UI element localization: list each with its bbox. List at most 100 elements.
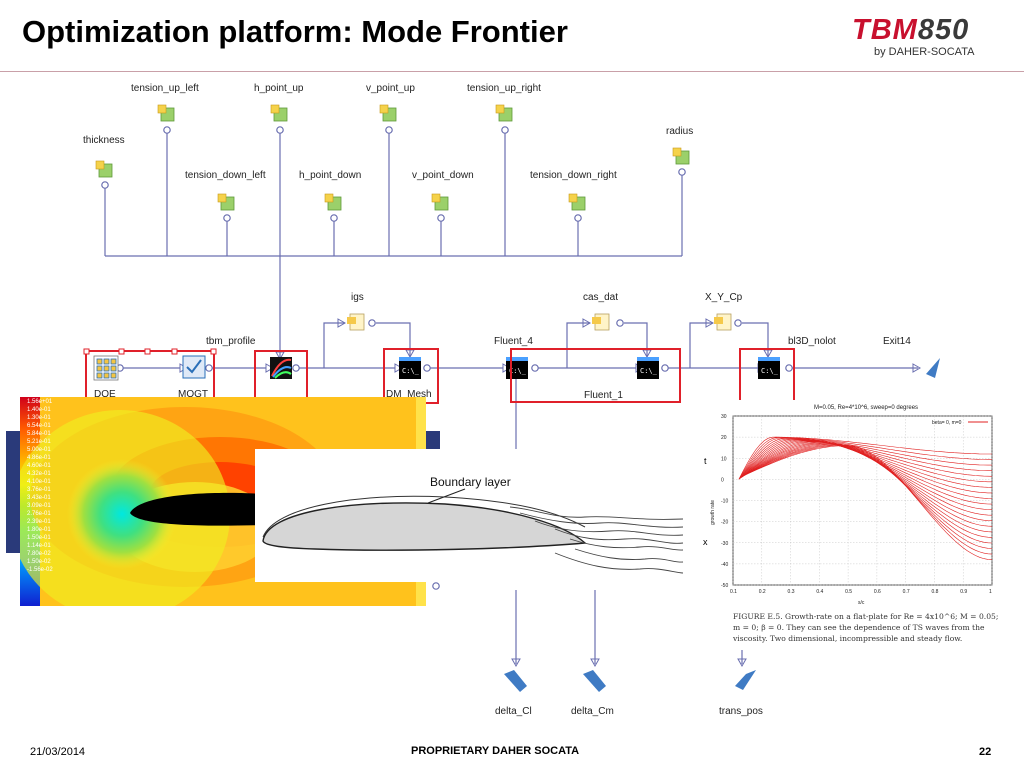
page-title: Optimization platform: Mode Frontier — [22, 14, 568, 49]
node-label-tbm-profile: tbm_profile — [206, 336, 256, 347]
chart-legend-label: beta= 0, m=0 — [932, 420, 962, 426]
x-tick-label: 0.8 — [931, 589, 938, 595]
growth-rate-curve — [742, 443, 993, 533]
console-icons — [399, 357, 780, 379]
node-label-exit14: Exit14 — [883, 336, 911, 347]
file-label-x-y-cp: X_Y_Cp — [705, 292, 743, 303]
file-label-cas-dat: cas_dat — [583, 292, 619, 303]
input-label-radius: radius — [666, 126, 694, 137]
brand-logo: TBM850 by DAHER-SOCATA — [852, 14, 992, 60]
input-label-tension-up-right: tension_up_right — [467, 83, 541, 94]
growth-rate-chart: M=0.05, Re=4*10^6, sweep=0 degrees 0.1 0.… — [700, 400, 1000, 608]
colorbar-label: 4.10e-01 — [27, 479, 51, 485]
growth-rate-curve — [742, 442, 993, 527]
node-label-dm-mesh: DM_Mesh — [386, 389, 432, 400]
colorbar-label: 5.21e-01 — [27, 439, 51, 445]
console-text-1: C:\_ — [402, 367, 420, 375]
brand-main-red: TBM — [852, 14, 918, 46]
growth-rate-curve — [739, 438, 993, 479]
growth-rate-curve — [739, 437, 992, 480]
growth-rate-curve — [739, 438, 992, 479]
handle-squares — [83, 348, 217, 355]
console-text-4: C:\_ — [761, 367, 779, 375]
y-tick-label: -40 — [721, 562, 728, 568]
colorbar-label: 1.56e+01 — [27, 399, 53, 405]
y-tick-label: 10 — [721, 456, 727, 462]
growth-rate-curve — [743, 443, 993, 538]
y-tick-label: -30 — [721, 541, 728, 547]
colorbar-label: 3.09e-01 — [27, 503, 51, 509]
y-tick-label: 0 — [721, 477, 724, 483]
growth-rate-curve — [738, 437, 992, 480]
colorbar-label: 6.54e-01 — [27, 423, 51, 429]
x-tick-label: 1 — [989, 589, 992, 595]
growth-rate-curve — [743, 443, 993, 544]
x-tick-label: 0.1 — [730, 589, 737, 595]
chart-title: M=0.05, Re=4*10^6, sweep=0 degrees — [814, 405, 918, 411]
footer-page: 22 — [979, 746, 992, 758]
node-label-mogt: MOGT — [178, 389, 208, 400]
file-icons — [347, 313, 732, 331]
chart-ylabel: growth rate — [710, 500, 716, 525]
x-tick-label: 0.3 — [788, 589, 795, 595]
brand-sub: by DAHER-SOCATA — [874, 46, 975, 58]
growth-rate-curve — [740, 439, 992, 483]
footer-date: 21/03/2014 — [30, 746, 86, 758]
x-tick-label: 0.7 — [903, 589, 910, 595]
y-tick-label: -20 — [721, 520, 728, 526]
input-label-tension-down-right: tension_down_right — [530, 170, 617, 181]
growth-rate-curve — [744, 445, 993, 560]
colorbar-label: 4.60e-01 — [27, 463, 51, 469]
input-label-v-point-up: v_point_up — [366, 83, 415, 94]
input-label-tension-down-left: tension_down_left — [185, 170, 266, 181]
input-label-h-point-down: h_point_down — [299, 170, 362, 181]
x-tick-label: 0.2 — [759, 589, 766, 595]
header-divider — [0, 71, 1024, 72]
node-label-fluent-4: Fluent_4 — [494, 336, 533, 347]
colorbar-label: 1.50e-02 — [27, 559, 51, 565]
chart-t-marker: t — [704, 456, 707, 466]
footer-center: PROPRIETARY DAHER SOCATA — [411, 745, 580, 757]
doe-icon — [93, 355, 119, 381]
y-tick-label: 30 — [721, 414, 727, 420]
colorbar-label: 1.80e-01 — [27, 527, 51, 533]
growth-rate-curve — [743, 444, 993, 549]
output-label-delta-cm: delta_Cm — [571, 706, 614, 717]
colorbar-label: -1.56e-02 — [27, 567, 53, 573]
boundary-layer-label: Boundary layer — [430, 475, 511, 489]
colorbar-label: 1.50e-01 — [27, 535, 51, 541]
boundary-layer-sketch: Boundary layer — [255, 449, 685, 582]
brand-main-gray: 850 — [917, 14, 970, 46]
figure-caption: FIGURE E.5. Growth-rate on a flat-plate … — [733, 612, 999, 643]
colorbar-label: 2.39e-01 — [27, 519, 51, 525]
colorbar-label: 3.43e-01 — [27, 495, 51, 501]
file-label-igs: igs — [351, 292, 364, 303]
colorbar-label: 5.00e-01 — [27, 447, 51, 453]
x-tick-label: 0.6 — [874, 589, 881, 595]
output-icons — [504, 670, 756, 692]
y-tick-label: -50 — [721, 583, 728, 589]
colorbar-label: 7.80e-02 — [27, 551, 51, 557]
colorbar-labels: 1.56e+01 1.40e-01 1.30e-01 6.54e-01 5.84… — [27, 398, 53, 606]
x-tick-label: 0.5 — [845, 589, 852, 595]
colorbar-label: 5.84e-01 — [27, 431, 51, 437]
growth-rate-curve — [744, 444, 993, 555]
x-tick-label: 0.4 — [816, 589, 823, 595]
tbm-profile-icon — [270, 357, 292, 379]
console-text-3: C:\_ — [640, 367, 658, 375]
input-icons — [95, 104, 690, 211]
port-circles — [101, 126, 793, 590]
output-label-delta-cl: delta_Cl — [495, 706, 532, 717]
chart-series — [738, 436, 993, 560]
connector-lines — [104, 133, 918, 664]
exit-icon — [926, 358, 940, 378]
output-label-trans-pos: trans_pos — [719, 706, 763, 717]
colorbar-label: 4.32e-01 — [27, 471, 51, 477]
input-label-tension-up-left: tension_up_left — [131, 83, 199, 94]
input-label-v-point-down: v_point_down — [412, 170, 474, 181]
chart-xlabel: s/c — [858, 600, 865, 606]
input-label-thickness: thickness — [83, 135, 125, 146]
node-label-bl3d-nolot: bl3D_nolot — [788, 336, 836, 347]
x-tick-label: 0.9 — [960, 589, 967, 595]
